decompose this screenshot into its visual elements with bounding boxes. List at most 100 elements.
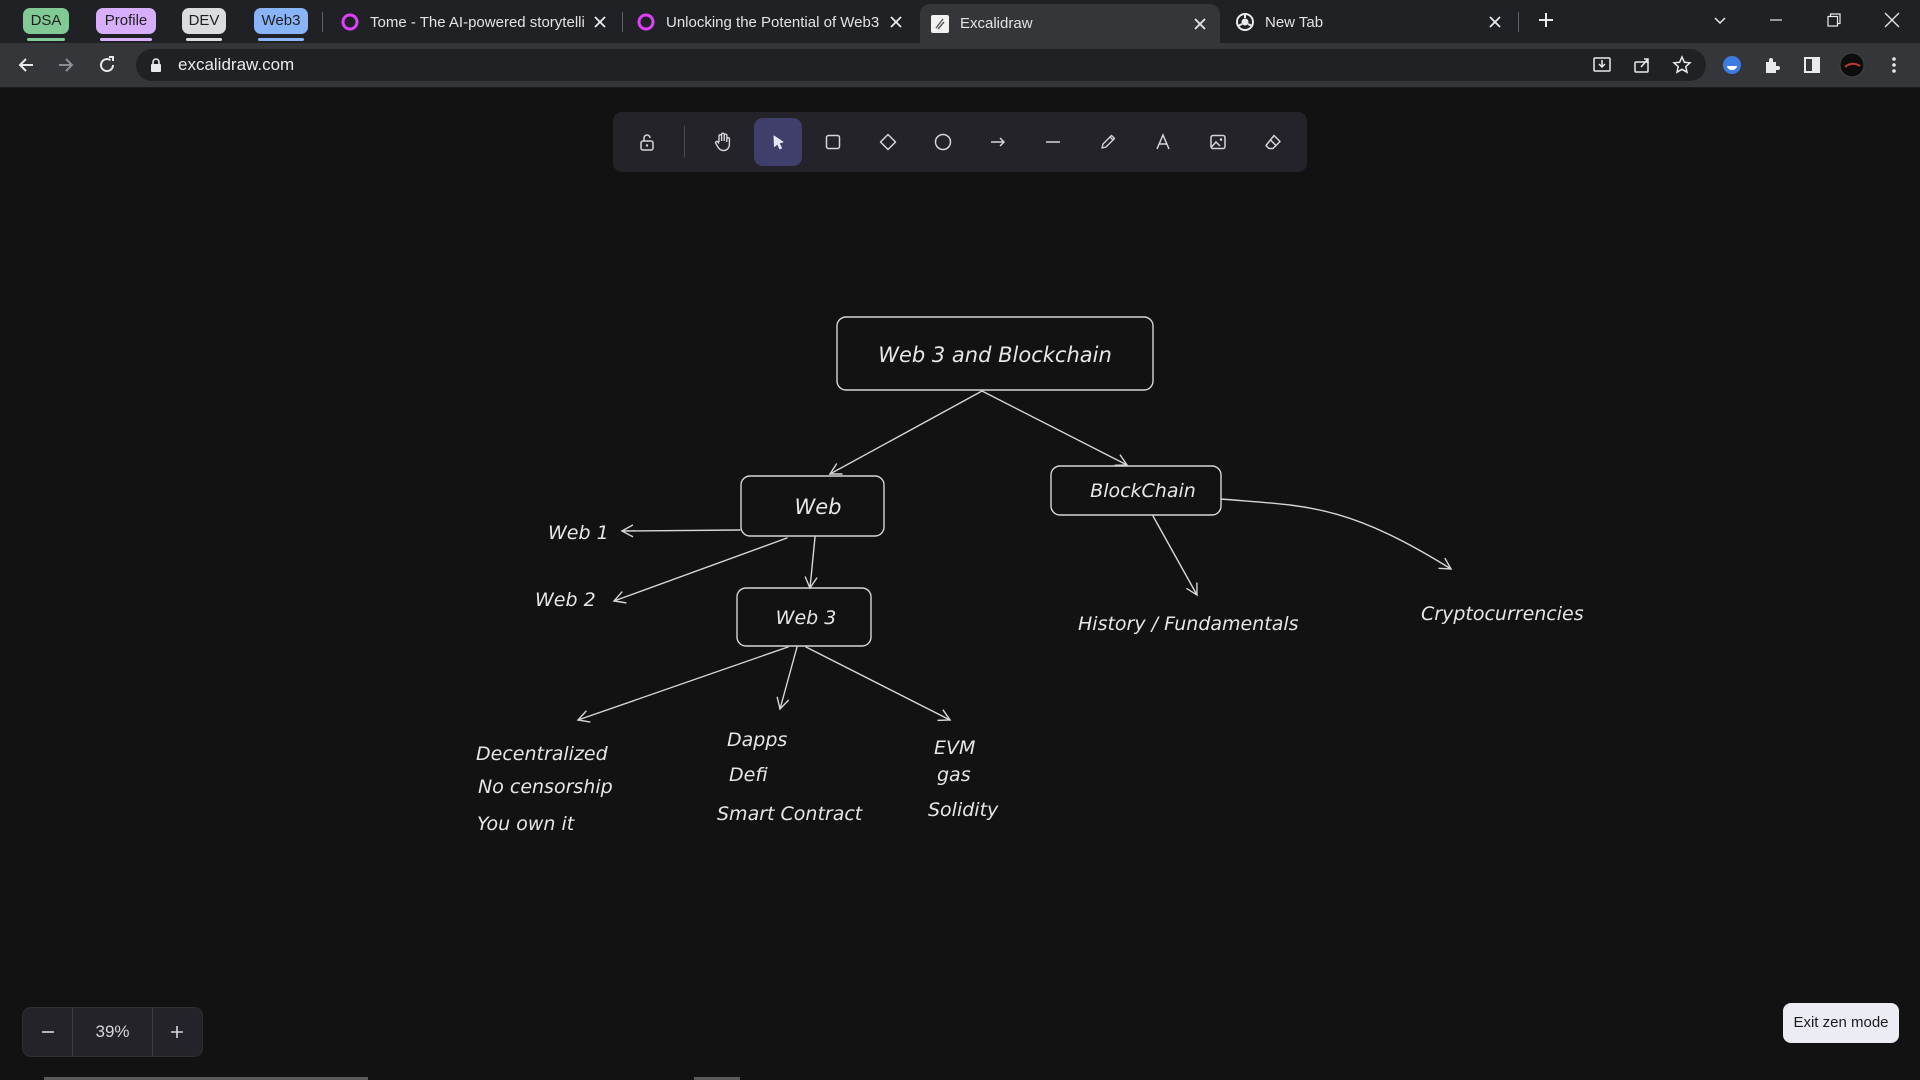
eraser-icon <box>1265 134 1281 150</box>
tool-arrow[interactable] <box>974 118 1022 166</box>
image-icon <box>1210 134 1226 150</box>
reload-button[interactable] <box>91 49 123 81</box>
back-button[interactable] <box>10 49 42 81</box>
scroll-indicator <box>694 1077 740 1080</box>
web3-label: Web 3 <box>776 607 837 629</box>
lock-icon[interactable] <box>148 57 164 73</box>
tab-strip: DSA Profile DEV Web3 Tome - The AI-power… <box>0 0 1920 43</box>
tab-group-web3[interactable]: Web3 <box>254 8 308 41</box>
star-icon <box>1672 55 1692 74</box>
arrow-right-icon <box>59 58 74 72</box>
tab-divider <box>1518 12 1519 32</box>
zoom-level[interactable]: 39% <box>72 1008 153 1056</box>
arrow-web3-col1 <box>576 646 789 723</box>
minimize-button[interactable] <box>1748 0 1804 40</box>
web-label: Web <box>794 495 841 519</box>
close-icon[interactable] <box>1190 14 1210 34</box>
col2-item: Dapps <box>727 729 787 751</box>
more-vertical-icon <box>1892 57 1896 73</box>
tab-group-profile[interactable]: Profile <box>96 8 156 41</box>
arrow-web3-col3 <box>805 646 952 722</box>
close-icon[interactable] <box>1485 12 1505 32</box>
tool-image[interactable] <box>1194 118 1242 166</box>
address-bar[interactable]: excalidraw.com <box>136 49 1706 81</box>
tool-ellipse[interactable] <box>919 118 967 166</box>
chrome-icon <box>1235 12 1255 32</box>
close-icon <box>1884 12 1900 28</box>
web2-label: Web 2 <box>535 589 596 611</box>
horizontal-scrollbar[interactable] <box>44 1077 368 1080</box>
minus-icon <box>41 1031 54 1033</box>
pencil-icon <box>1101 134 1116 149</box>
tab-search-button[interactable] <box>1692 0 1748 40</box>
minimize-icon <box>1770 19 1782 21</box>
tab-title: Unlocking the Potential of Web3 <box>666 13 880 31</box>
col3-item: gas <box>937 764 971 786</box>
drawing-canvas[interactable] <box>0 88 1920 1080</box>
close-icon[interactable] <box>590 12 610 32</box>
side-panel-button[interactable] <box>1796 49 1828 81</box>
arrow-blockchain-history <box>1152 515 1198 597</box>
pointer-icon <box>773 135 784 150</box>
tool-eraser[interactable] <box>1249 118 1297 166</box>
plus-icon <box>171 1026 184 1038</box>
tab-divider <box>622 12 623 32</box>
reload-icon <box>100 56 115 73</box>
blockchain-label: BlockChain <box>1090 480 1196 502</box>
arrow-blockchain-crypto <box>1220 498 1453 570</box>
arrow-web-web2 <box>612 537 788 604</box>
tab-excalidraw[interactable]: Excalidraw <box>920 4 1220 43</box>
tool-line[interactable] <box>1029 118 1077 166</box>
forward-button[interactable] <box>50 49 82 81</box>
extension-button[interactable] <box>1716 49 1748 81</box>
arrow-web-web3 <box>804 536 818 590</box>
tab-group-dev[interactable]: DEV <box>182 8 226 41</box>
extensions-button[interactable] <box>1756 49 1788 81</box>
tool-rectangle[interactable] <box>809 118 857 166</box>
tab-title: Tome - The AI-powered storytelli <box>370 13 585 31</box>
tool-selection[interactable] <box>754 118 802 166</box>
install-app-button[interactable] <box>1586 49 1618 81</box>
col1-item: You own it <box>477 813 576 835</box>
restore-button[interactable] <box>1806 0 1862 40</box>
lock-icon <box>640 134 654 151</box>
new-tab-button[interactable] <box>1518 0 1574 40</box>
browser-toolbar: excalidraw.com <box>0 43 1920 88</box>
side-panel-icon <box>1804 57 1820 73</box>
arrow-root-web <box>828 390 983 475</box>
crypto-label: Cryptocurrencies <box>1421 603 1584 625</box>
tab-group-dsa[interactable]: DSA <box>23 8 69 41</box>
close-window-button[interactable] <box>1864 0 1920 40</box>
tool-lock[interactable] <box>623 118 671 166</box>
col1-item: No censorship <box>478 776 613 798</box>
share-button[interactable] <box>1626 49 1658 81</box>
blockchain-box <box>1050 465 1222 516</box>
profile-avatar[interactable] <box>1836 49 1868 81</box>
zoom-out-button[interactable] <box>23 1008 72 1056</box>
tab-title: Excalidraw <box>960 15 1033 32</box>
bookmark-button[interactable] <box>1666 49 1698 81</box>
puzzle-icon <box>1766 58 1780 73</box>
close-icon[interactable] <box>886 12 906 32</box>
tool-draw[interactable] <box>1084 118 1132 166</box>
rectangle-icon <box>825 134 841 150</box>
tool-hand[interactable] <box>699 118 747 166</box>
web1-label: Web 1 <box>548 522 609 544</box>
tool-diamond[interactable] <box>864 118 912 166</box>
hand-icon <box>714 132 731 152</box>
browser-menu-button[interactable] <box>1878 49 1910 81</box>
url-text: excalidraw.com <box>178 55 295 74</box>
excalidraw-icon <box>930 14 950 34</box>
col3-item: Solidity <box>928 799 999 821</box>
tool-text[interactable] <box>1139 118 1187 166</box>
tab-title: New Tab <box>1265 13 1324 31</box>
arrow-left-icon <box>18 58 33 72</box>
tab-tome[interactable]: Tome - The AI-powered storytelli <box>330 4 620 40</box>
zoom-in-button[interactable] <box>153 1008 202 1056</box>
tab-new-tab[interactable]: New Tab <box>1225 4 1515 40</box>
exit-zen-mode-button[interactable]: Exit zen mode <box>1783 1003 1899 1043</box>
col2-item: Defi <box>729 764 768 786</box>
web-box <box>740 475 885 537</box>
tab-unlocking-web3[interactable]: Unlocking the Potential of Web3 <box>626 4 916 40</box>
